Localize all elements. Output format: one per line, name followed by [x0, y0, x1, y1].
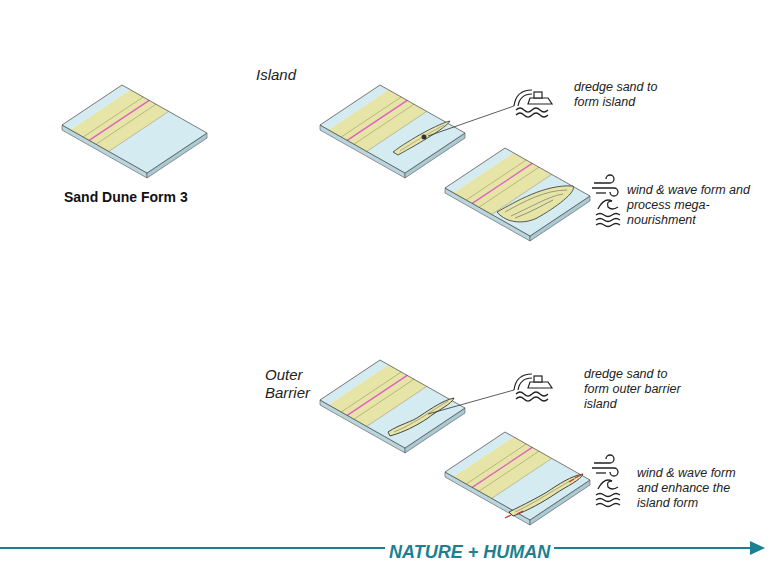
step-note: wind & wave form and process mega-nouris…: [627, 183, 752, 228]
step-note: dredge sand to form island: [574, 80, 674, 110]
section-heading: Outer Barrier: [265, 366, 323, 402]
axis-label: NATURE + HUMAN: [385, 542, 554, 564]
step-note: dredge sand to form outer barrier island: [584, 367, 692, 412]
section-heading: Island: [256, 66, 296, 84]
step-note: wind & wave form and enhance the island …: [637, 466, 757, 511]
diagram-title: Sand Dune Form 3: [64, 189, 188, 206]
